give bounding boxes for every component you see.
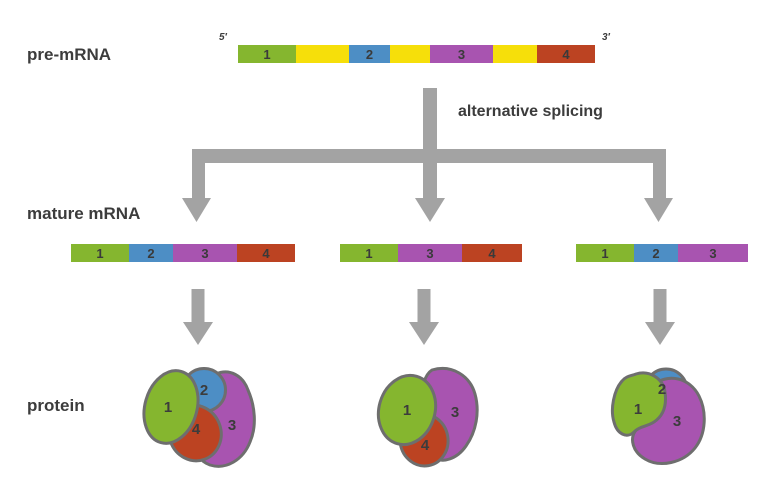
arrowhead-center-icon bbox=[415, 198, 445, 222]
pre-mrna-exon-2: 2 bbox=[349, 45, 390, 63]
mrna1-exon-2: 2 bbox=[129, 244, 173, 262]
mrna3-exon-3: 3 bbox=[678, 244, 748, 262]
arrowhead-left-icon bbox=[182, 198, 211, 222]
branch-drop-center bbox=[423, 156, 437, 200]
pre-mrna-strip: 1 2 3 4 bbox=[238, 45, 595, 63]
pre-mrna-intron-3 bbox=[493, 45, 537, 63]
down-arrow-1-icon bbox=[183, 289, 213, 345]
protein-label: protein bbox=[27, 396, 85, 415]
branch-stem bbox=[423, 88, 437, 163]
mature-mrna-strip-3: 1 2 3 bbox=[576, 244, 748, 262]
arrowhead-right-icon bbox=[644, 198, 673, 222]
pre-mrna-exon-4: 4 bbox=[537, 45, 595, 63]
mrna1-exon-4: 4 bbox=[237, 244, 295, 262]
branch-drop-left bbox=[192, 156, 205, 200]
protein-blob-2: 1 3 4 bbox=[376, 367, 479, 468]
protein3-domain-2-label: 2 bbox=[658, 381, 666, 398]
mrna2-exon-3: 3 bbox=[398, 244, 462, 262]
protein1-domain-1-label: 1 bbox=[164, 399, 172, 416]
mrna2-exon-1: 1 bbox=[340, 244, 398, 262]
mrna1-exon-3: 3 bbox=[173, 244, 237, 262]
alternative-splicing-label: alternative splicing bbox=[458, 103, 603, 120]
pre-mrna-intron-1 bbox=[296, 45, 349, 63]
three-prime-label: 3′ bbox=[602, 32, 610, 43]
pre-mrna-label: pre-mRNA bbox=[27, 45, 112, 64]
protein2-domain-3-label: 3 bbox=[451, 404, 459, 421]
down-arrow-3-icon bbox=[645, 289, 675, 345]
mature-mrna-label: mature mRNA bbox=[27, 204, 141, 223]
protein-blob-1: 1 2 3 4 bbox=[142, 367, 256, 468]
mrna3-exon-1: 1 bbox=[576, 244, 634, 262]
protein3-domain-3-label: 3 bbox=[673, 413, 681, 430]
protein3-domain-1-label: 1 bbox=[634, 401, 642, 418]
five-prime-label: 5′ bbox=[219, 32, 227, 43]
pre-mrna-exon-3: 3 bbox=[430, 45, 493, 63]
branch-crossbar bbox=[192, 149, 666, 163]
mrna1-exon-1: 1 bbox=[71, 244, 129, 262]
down-arrow-2-icon bbox=[409, 289, 439, 345]
protein3-domain-1-shape bbox=[610, 371, 667, 437]
protein-blob-3: 1 2 3 bbox=[610, 367, 706, 465]
protein1-domain-2-label: 2 bbox=[200, 382, 208, 399]
mrna3-exon-2: 2 bbox=[634, 244, 678, 262]
mrna2-exon-4: 4 bbox=[462, 244, 522, 262]
pre-mrna-intron-2 bbox=[390, 45, 430, 63]
branch-drop-right bbox=[653, 156, 666, 200]
mature-mrna-strip-2: 1 3 4 bbox=[340, 244, 522, 262]
protein2-domain-1-label: 1 bbox=[403, 402, 411, 419]
protein1-domain-3-label: 3 bbox=[228, 417, 236, 434]
protein1-domain-4-label: 4 bbox=[192, 421, 201, 438]
protein2-domain-1-shape bbox=[376, 373, 438, 447]
protein2-domain-4-label: 4 bbox=[421, 437, 430, 454]
pre-mrna-exon-1: 1 bbox=[238, 45, 296, 63]
protein1-domain-1-shape bbox=[142, 369, 200, 445]
mature-mrna-strip-1: 1 2 3 4 bbox=[71, 244, 295, 262]
